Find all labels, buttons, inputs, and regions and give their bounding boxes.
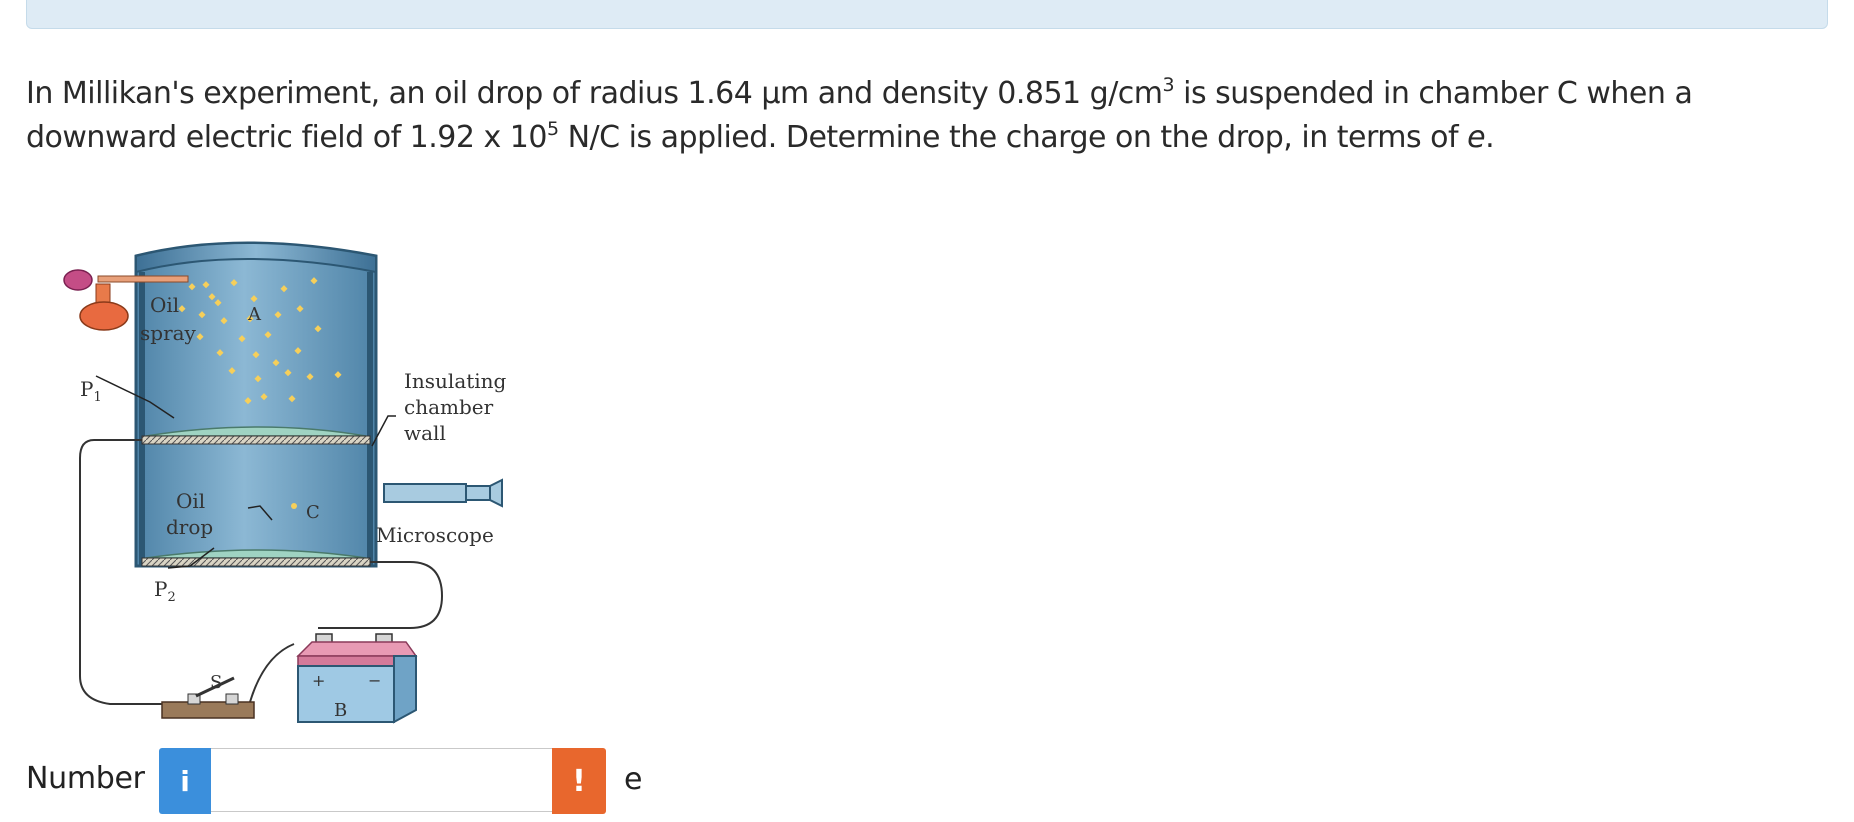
label-switch-s: S	[210, 672, 222, 693]
label-oil-spray-line2: spray	[140, 321, 197, 345]
top-banner	[26, 0, 1828, 29]
question-text: In Millikan's experiment, an oil drop of…	[26, 74, 1693, 156]
label-insulating-line2: chamber	[404, 395, 494, 419]
label-battery-plus: +	[312, 671, 325, 690]
label-insulating-line1: Insulating	[404, 369, 507, 393]
unit-label: e	[624, 762, 643, 797]
pointer-lines	[95, 375, 396, 569]
label-region-a: A	[247, 304, 262, 325]
top-plate-p1	[141, 426, 371, 445]
warning-button[interactable]: !	[552, 748, 606, 814]
atomizer	[63, 269, 189, 331]
label-chamber-c: C	[306, 502, 320, 523]
exclamation-icon: !	[572, 763, 586, 799]
microscope	[383, 478, 503, 508]
label-insulating-line3: wall	[404, 421, 446, 445]
answer-input[interactable]	[211, 748, 552, 812]
millikan-apparatus-figure: Oil spray A P1 Insulating chamber wall O…	[63, 241, 507, 724]
switch-s	[161, 676, 255, 719]
single-oil-drop	[291, 503, 297, 509]
label-plate-p1: P1	[80, 377, 102, 405]
label-microscope: Microscope	[376, 523, 494, 547]
insulating-chamber	[134, 241, 378, 568]
label-oil-drop-line1: Oil	[176, 489, 205, 513]
label-oil-spray-line1: Oil	[150, 293, 179, 317]
number-label: Number	[26, 761, 145, 796]
label-oil-drop-line2: drop	[166, 515, 213, 539]
circuit-wires	[79, 439, 444, 705]
answer-row: Number i ! e	[26, 748, 726, 816]
label-battery-minus: −	[368, 671, 381, 690]
info-icon: i	[180, 764, 190, 798]
battery-b	[296, 633, 418, 724]
label-battery-b: B	[334, 700, 347, 721]
info-button[interactable]: i	[159, 748, 211, 814]
label-plate-p2: P2	[154, 577, 176, 605]
